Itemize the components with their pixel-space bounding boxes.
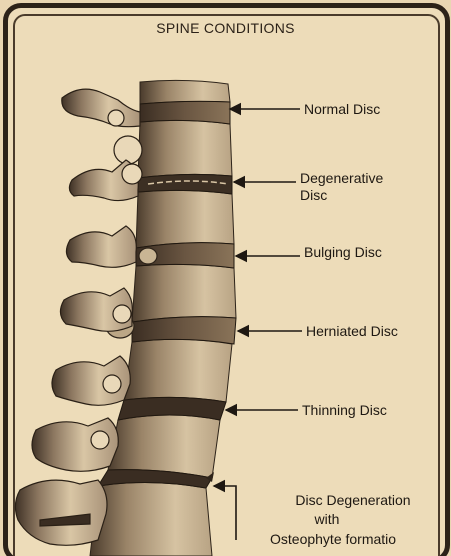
label-bulging-disc: Bulging Disc	[304, 244, 382, 261]
label-degenerative-disc-line2: Disc	[300, 187, 327, 204]
label-degenerative-disc-line1: Degenerative	[300, 170, 383, 187]
label-thinning-disc: Thinning Disc	[302, 402, 387, 419]
label-herniated-disc: Herniated Disc	[306, 323, 398, 340]
label-osteophyte-line2: with	[268, 511, 386, 528]
label-osteophyte-line3: Osteophyte formatio	[270, 531, 396, 548]
label-osteophyte-line1: Disc Degeneration	[268, 492, 438, 509]
label-normal-disc: Normal Disc	[304, 101, 380, 118]
